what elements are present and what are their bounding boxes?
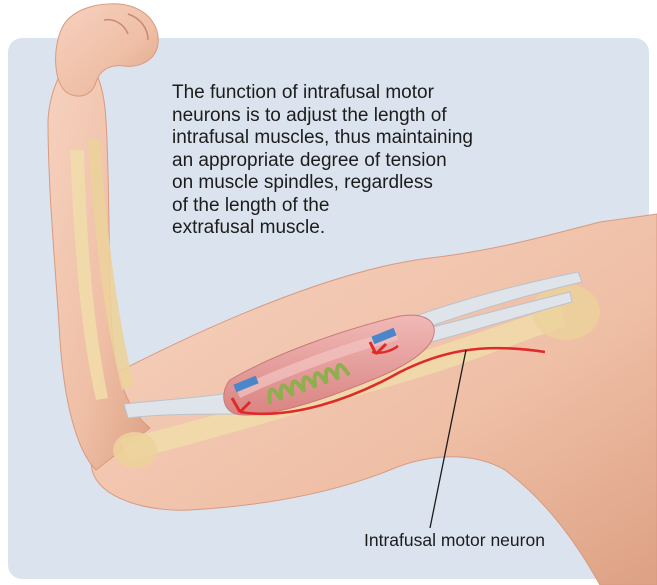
- fist: [56, 4, 159, 96]
- neuron-label: Intrafusal motor neuron: [364, 530, 545, 551]
- description-caption: The function of intrafusal motor neurons…: [172, 82, 592, 240]
